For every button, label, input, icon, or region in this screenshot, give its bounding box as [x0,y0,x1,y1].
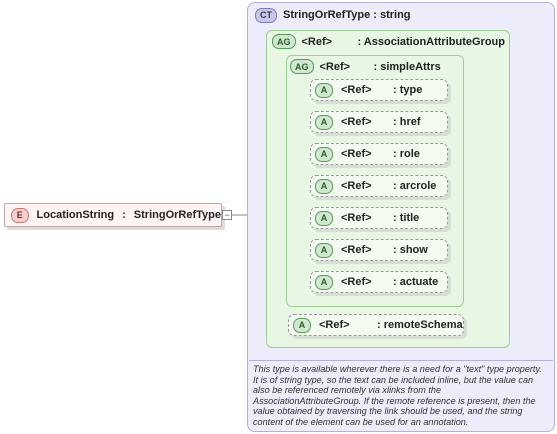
attribute-name: : show [393,244,428,256]
attribute-badge: A [315,242,333,258]
attribute-group-association-header: AG <Ref> : AssociationAttributeGroup [272,34,505,49]
attribute-name: : title [393,212,420,224]
attribute-show[interactable]: A <Ref> : show [310,239,448,261]
attribute-badge: A [293,317,311,333]
element-badge: E [11,207,29,223]
attribute-group-name: : AssociationAttributeGroup [357,35,505,48]
documentation-text: This type is available wherever there is… [249,360,553,430]
ref-label: <Ref> [341,116,372,128]
element-type: StringOrRefType [133,209,221,221]
element-name: LocationString [36,209,115,221]
attribute-name: : role [393,148,420,160]
attribute-name: : remoteSchema [377,319,463,331]
attribute-badge: A [315,146,333,162]
attribute-actuate[interactable]: A <Ref> : actuate [310,271,448,293]
attribute-group-simpleattrs-header: AG <Ref> : simpleAttrs [290,59,441,74]
attribute-badge: A [315,178,333,194]
attribute-name: : type [393,84,423,96]
ref-label: <Ref> [341,212,372,224]
collapse-toggle[interactable]: − [222,210,232,220]
ref-label: <Ref> [341,244,372,256]
attribute-type[interactable]: A <Ref> : type [310,79,448,101]
attribute-badge: A [315,210,333,226]
ref-label: <Ref> [341,84,372,96]
attribute-badge: A [315,114,333,130]
attribute-remoteschema[interactable]: A <Ref> : remoteSchema [288,314,464,336]
ref-label: <Ref> [341,180,372,192]
element-separator: : [122,209,126,221]
element-location-string[interactable]: E LocationString : StringOrRefType [4,203,222,227]
complex-type-badge: CT [255,7,277,23]
attribute-group-badge: AG [272,34,296,49]
complex-type-header: CT StringOrRefType : string [255,6,411,24]
attribute-name: : href [393,116,421,128]
ref-label: <Ref> [301,35,333,48]
attribute-name: : actuate [393,276,439,288]
ref-label: <Ref> [319,319,350,331]
ref-label: <Ref> [341,148,372,160]
ref-label: <Ref> [341,276,372,288]
attribute-arcrole[interactable]: A <Ref> : arcrole [310,175,448,197]
attribute-group-name: : simpleAttrs [373,60,441,73]
attribute-href[interactable]: A <Ref> : href [310,111,448,133]
attribute-name: : arcrole [393,180,437,192]
attribute-group-badge: AG [290,59,314,74]
ref-label: <Ref> [319,60,351,73]
attribute-role[interactable]: A <Ref> : role [310,143,448,165]
attribute-badge: A [315,82,333,98]
complex-type-title: StringOrRefType : string [283,9,411,21]
attribute-badge: A [315,274,333,290]
attribute-title[interactable]: A <Ref> : title [310,207,448,229]
